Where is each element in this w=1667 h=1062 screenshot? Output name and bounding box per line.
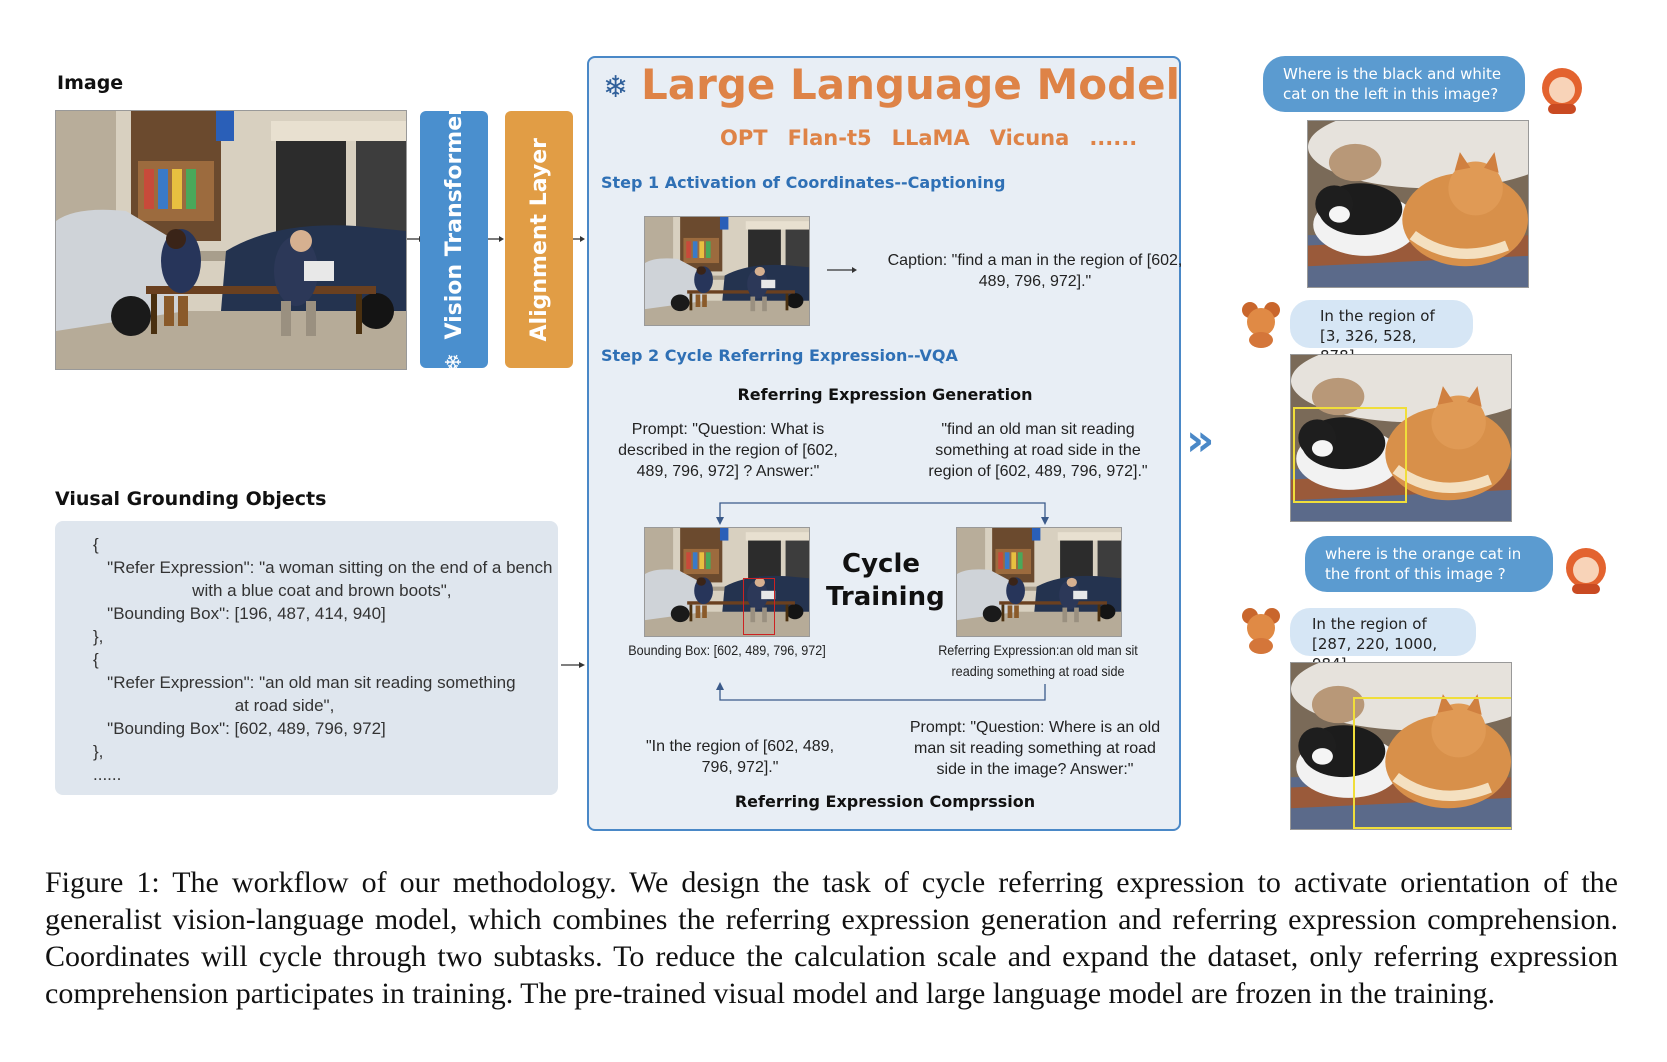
model-opt: OPT — [720, 126, 768, 150]
code-line: "Bounding Box": [196, 487, 414, 940] — [93, 602, 552, 625]
grounding-arrow — [560, 658, 586, 672]
cycle-right-photo — [956, 527, 1122, 637]
alignment-layer-label: Alignment Layer — [527, 138, 552, 342]
cycle-top-connector — [700, 495, 1060, 525]
cat-photo-2 — [1290, 354, 1512, 522]
bot-avatar-icon — [1238, 606, 1284, 654]
cat-photo-3 — [1290, 662, 1512, 830]
cat-photo-1 — [1307, 120, 1529, 288]
llm-title: Large Language Model — [641, 60, 1180, 109]
model-flan-t5: Flan-t5 — [788, 126, 872, 150]
caption-text: Caption: "find a man in the region of [6… — [880, 250, 1190, 292]
yellow-bounding-box — [1353, 697, 1512, 829]
reg-title: Referring Expression Generation — [700, 384, 1070, 405]
code-line: with a blue coat and brown boots", — [93, 579, 552, 602]
model-llama: LLaMA — [892, 126, 970, 150]
code-line: at road side", — [93, 694, 552, 717]
code-line: }, — [93, 625, 552, 648]
rec-answer: "In the region of [602, 489, 796, 972]." — [640, 736, 840, 778]
bot-avatar-icon — [1238, 300, 1284, 348]
step1-photo — [644, 216, 810, 326]
bbox-caption: Bounding Box: [602, 489, 796, 972] — [624, 640, 831, 661]
reg-answer: "find an old man sit reading something a… — [920, 419, 1156, 482]
image-label: Image — [57, 72, 123, 94]
figure-caption: Figure 1: The workflow of our methodolog… — [45, 864, 1618, 1012]
reg-prompt: Prompt: "Question: What is described in … — [608, 419, 848, 482]
code-line: { — [93, 533, 552, 556]
street-photo — [55, 110, 407, 370]
refexp-caption: Referring Expression:an old man sit read… — [923, 640, 1153, 682]
rec-prompt: Prompt: "Question: Where is an old man s… — [900, 717, 1170, 780]
code-line: { — [93, 648, 552, 671]
step1-label: Step 1 Activation of Coordinates--Captio… — [601, 173, 1005, 192]
question-bubble-1: Where is the black and white cat on the … — [1263, 56, 1525, 112]
model-more: ...... — [1089, 126, 1137, 150]
code-line: }, — [93, 740, 552, 763]
answer-bubble-2: In the region of [287, 220, 1000, 984] — [1290, 608, 1476, 656]
code-line: ...... — [93, 763, 552, 786]
model-vicuna: Vicuna — [990, 126, 1070, 150]
alignment-layer-block: Alignment Layer — [505, 111, 573, 368]
cycle-bottom-connector — [700, 680, 1060, 706]
snowflake-icon: ❄ — [442, 349, 467, 374]
red-bounding-box — [743, 578, 775, 635]
rec-title: Referring Expression Comprssion — [700, 791, 1070, 812]
snowflake-icon: ❄ — [603, 70, 628, 105]
grounding-label: Viusal Grounding Objects — [55, 488, 326, 510]
vision-transformer-block: ❄ Vision Transformer — [420, 111, 488, 368]
user-avatar-icon — [1562, 546, 1610, 594]
llm-models: OPT Flan-t5 LLaMA Vicuna ...... — [720, 126, 1137, 150]
grounding-code-box: { "Refer Expression": "a woman sitting o… — [55, 521, 558, 795]
code-line: "Refer Expression": "a woman sitting on … — [93, 556, 552, 579]
question-bubble-2: where is the orange cat in the front of … — [1305, 536, 1553, 592]
double-chevron-icon: » — [1186, 415, 1214, 466]
user-avatar-icon — [1538, 66, 1586, 114]
yellow-bounding-box — [1293, 407, 1407, 503]
vision-transformer-label: Vision Transformer — [442, 105, 467, 340]
code-line: "Refer Expression": "an old man sit read… — [93, 671, 552, 694]
cycle-title: Cycle Training — [826, 548, 936, 614]
step2-label: Step 2 Cycle Referring Expression--VQA — [601, 346, 958, 365]
step1-arrow — [826, 264, 858, 276]
cycle-left-photo — [644, 527, 810, 637]
answer-bubble-1: In the region of [3, 326, 528, 878] — [1290, 300, 1473, 348]
code-line: "Bounding Box": [602, 489, 796, 972] — [93, 717, 552, 740]
